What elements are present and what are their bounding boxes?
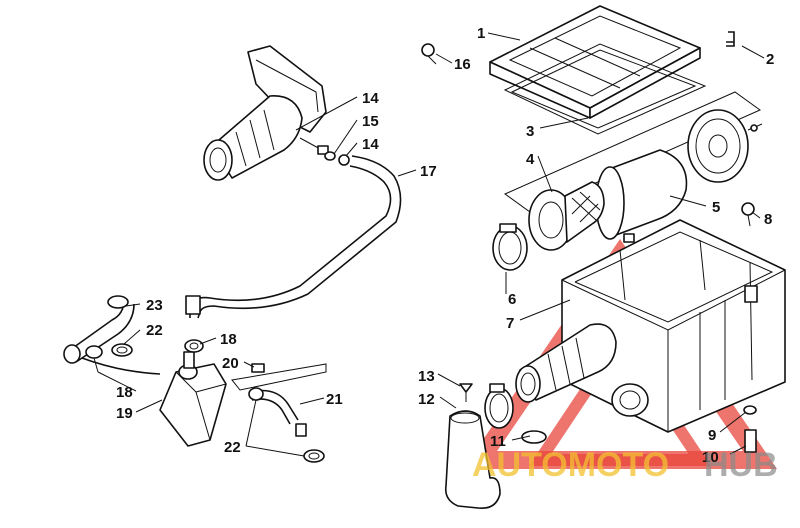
callout-7: 7 — [506, 315, 514, 332]
callout-9: 9 — [708, 427, 716, 444]
clamp-part-22-upper — [111, 343, 133, 357]
callout-6: 6 — [508, 291, 516, 308]
watermark-hub-text: HUB — [704, 446, 778, 484]
callout-5: 5 — [712, 199, 720, 216]
callout-19: 19 — [116, 405, 133, 422]
hose-part-21 — [231, 363, 327, 437]
clamp-part-18-lower — [85, 345, 103, 359]
screw-part-16 — [421, 43, 437, 65]
screw-part-8 — [741, 202, 755, 227]
watermark-auto-text: AUTOMOTO — [472, 446, 669, 484]
callout-22-bottom: 22 — [224, 439, 241, 456]
clip-part-2 — [726, 31, 735, 47]
callout-21: 21 — [326, 391, 343, 408]
leader-lines — [93, 32, 765, 457]
filter-element-group — [504, 91, 763, 251]
callout-4: 4 — [526, 151, 535, 168]
hose-fitting — [185, 295, 201, 315]
drain-part-10 — [744, 429, 757, 453]
hose-clamp-part-6 — [492, 223, 528, 271]
callout-12: 12 — [418, 391, 435, 408]
crankcase-breather-assembly — [203, 45, 350, 181]
fitting-part-20 — [251, 363, 265, 373]
callout-3: 3 — [526, 123, 534, 140]
callout-13: 13 — [418, 368, 435, 385]
callout-18-left: 18 — [116, 384, 133, 401]
hose-part-23 — [63, 295, 161, 375]
callout-16: 16 — [454, 56, 471, 73]
oil-separator-part-19 — [159, 351, 227, 447]
callout-11: 11 — [490, 433, 506, 450]
clamp-part-18-upper — [184, 339, 204, 353]
callout-14-top: 14 — [362, 90, 379, 107]
callout-20: 20 — [222, 355, 239, 372]
hose-clamp-part-11 — [484, 383, 547, 444]
callout-15: 15 — [362, 113, 379, 130]
callout-8: 8 — [764, 211, 772, 228]
airbox-housing — [515, 219, 786, 433]
callout-17: 17 — [420, 163, 437, 180]
callout-22-top: 22 — [146, 322, 163, 339]
callout-10: 10 — [702, 449, 719, 466]
airbox-lid — [489, 5, 701, 119]
callout-18-right: 18 — [220, 331, 237, 348]
callout-14-bottom: 14 — [362, 136, 379, 153]
callout-23: 23 — [146, 297, 163, 314]
grommet-part-9 — [743, 405, 757, 415]
clamp-part-22-lower — [303, 449, 325, 463]
breather-hose-part-17 — [189, 165, 392, 318]
screw-part-13 — [459, 383, 473, 402]
callout-2: 2 — [766, 51, 774, 68]
callout-1: 1 — [477, 25, 485, 42]
inlet-duct-part-12 — [444, 410, 501, 510]
breather-hose-outline — [197, 155, 402, 319]
lid-gasket — [503, 43, 707, 135]
